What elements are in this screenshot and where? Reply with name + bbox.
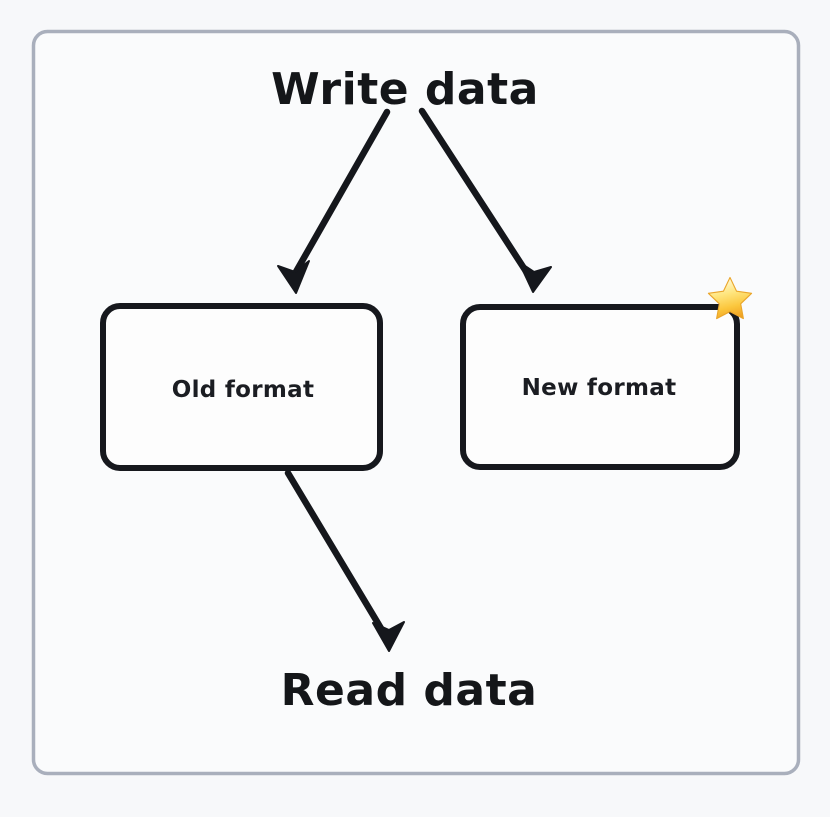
arrow-write-to-new-format <box>418 107 552 293</box>
heading-read-data: Read data <box>281 665 538 716</box>
node-old-format[interactable]: Old format <box>100 303 383 471</box>
new-format-label: New format <box>522 375 677 401</box>
arrow-write-to-old-format <box>277 108 391 294</box>
old-format-label: Old format <box>172 377 315 403</box>
heading-write-data: Write data <box>271 64 539 115</box>
arrow-old-format-to-read-data <box>284 469 405 652</box>
new-format-box[interactable] <box>460 304 740 470</box>
outer-frame <box>31 29 801 776</box>
old-format-box[interactable] <box>100 303 383 471</box>
node-new-format[interactable]: New format <box>460 304 740 470</box>
